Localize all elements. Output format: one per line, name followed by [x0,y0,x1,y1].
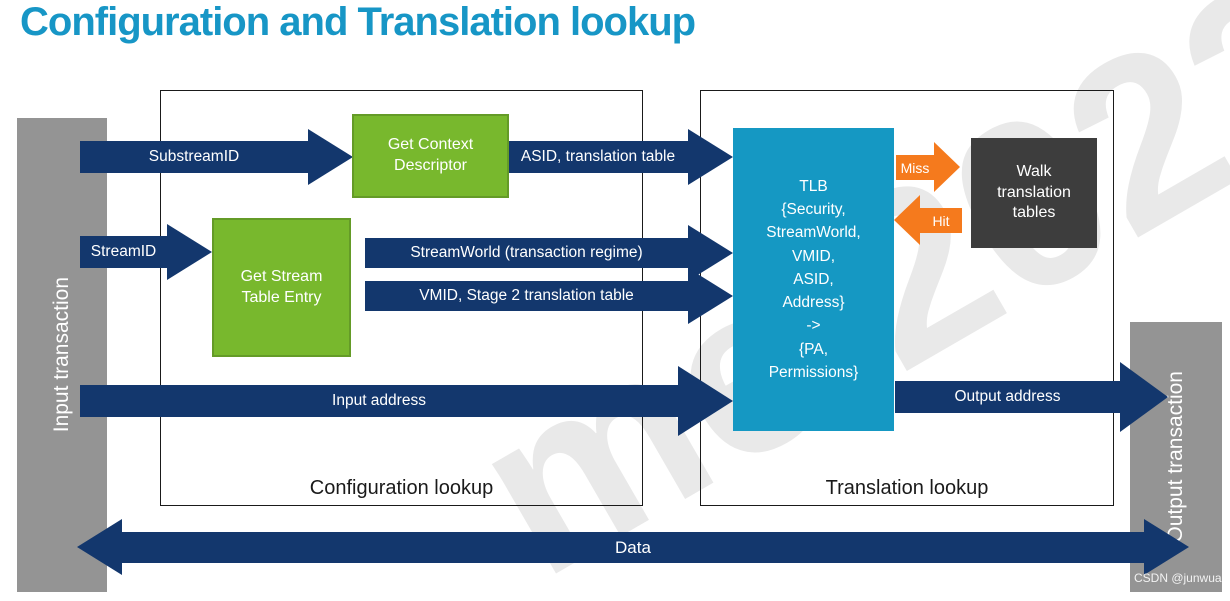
input-transaction-lane: Input transaction [17,118,107,592]
translation-lookup-label: Translation lookup [825,477,989,499]
arrow-head-right-icon [678,366,733,436]
arrow-head-right-icon [688,129,733,185]
page-title: Configuration and Translation lookup [20,0,696,44]
tlb-box-text: TLB {Security, StreamWorld, VMID, ASID, … [766,177,861,381]
arrow-head-right-icon [1144,519,1189,575]
substream-id-arrow-label: SubstreamID [80,141,308,173]
arrow-head-left-icon [894,195,920,245]
walk-translation-tables-box: Walk translation tables [971,138,1097,248]
get-context-descriptor-box: Get Context Descriptor [352,114,509,198]
stream-world-arrow-label: StreamWorld (transaction regime) [365,238,688,268]
arrow-head-right-icon [688,268,733,324]
configuration-lookup-label: Configuration lookup [309,477,494,499]
arrow-head-right-icon [934,142,960,192]
miss-arrow-label: Miss [896,155,934,180]
arrow-head-right-icon [1120,362,1168,432]
get-stream-table-entry-box: Get Stream Table Entry [212,218,351,357]
stream-id-arrow-label: StreamID [80,236,167,268]
arrow-head-right-icon [167,224,212,280]
output-address-arrow-label: Output address [895,381,1120,413]
vmid-stage2-arrow-label: VMID, Stage 2 translation table [365,281,688,311]
input-transaction-label: Input transaction [50,277,73,433]
arrow-head-left-icon [77,519,122,575]
arrow-head-right-icon [308,129,353,185]
csdn-credit: CSDN @junwua [1134,571,1222,585]
input-address-arrow-label: Input address [80,385,678,417]
tlb-box: TLB {Security, StreamWorld, VMID, ASID, … [733,128,894,431]
data-arrow-label: Data [122,532,1144,563]
asid-translation-table-arrow-label: ASID, translation table [508,141,688,173]
hit-arrow-label: Hit [920,208,962,233]
